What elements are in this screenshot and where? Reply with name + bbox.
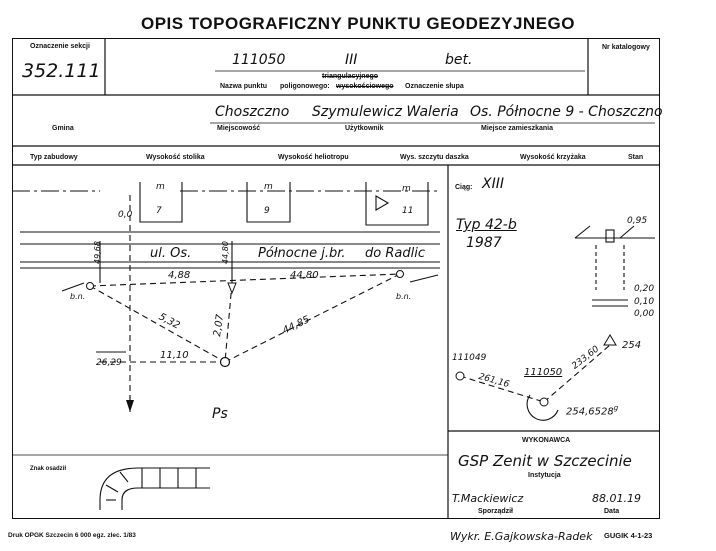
building-7-number: 7 bbox=[156, 206, 162, 216]
depth-000: 0,00 bbox=[634, 309, 655, 319]
zamieszkanie-value: Os. Północne 9 - Choszczno bbox=[470, 104, 663, 120]
data-value: 88.01.19 bbox=[592, 492, 641, 505]
ps-label: Ps bbox=[212, 406, 228, 422]
street-name-3: do Radlic bbox=[365, 246, 425, 261]
oznaczenie-sekcji-value: 352.111 bbox=[22, 60, 101, 82]
nr-katalogowy-label: Nr katalogowy bbox=[602, 44, 650, 51]
dim-488: 4,88 bbox=[168, 270, 191, 281]
bn-right: b.n. bbox=[396, 292, 412, 301]
gmina-value: Choszczno bbox=[215, 104, 290, 120]
ciag-label: Ciąg: bbox=[455, 184, 473, 191]
network-point-254: 254 bbox=[622, 340, 642, 351]
street-name-2: Północne j.br. bbox=[258, 246, 346, 261]
footer-wykreslil: Wykr. E.Gajkowska-Radek bbox=[450, 530, 593, 543]
instytucja-label: Instytucja bbox=[528, 472, 561, 479]
network-point-111049: 111049 bbox=[452, 353, 487, 363]
network-point-111050: 111050 bbox=[524, 367, 563, 378]
col-wysokosc-heliotropu: Wysokość heliotropu bbox=[278, 154, 349, 161]
building-11-top: m bbox=[402, 184, 411, 194]
miejscowosc-label: Miejscowość bbox=[217, 125, 261, 132]
form-frame bbox=[12, 38, 660, 519]
sporzadzil-value: T.Mackiewicz bbox=[452, 492, 524, 505]
uzytkownik-value: Szymulewicz Waleria bbox=[312, 104, 459, 120]
building-11-number: 11 bbox=[402, 206, 414, 216]
gmina-label: Gmina bbox=[52, 125, 74, 132]
bn-left: b.n. bbox=[70, 292, 86, 301]
material-value: bet. bbox=[445, 52, 473, 68]
wykonawca-value: GSP Zenit w Szczecinie bbox=[458, 452, 632, 470]
dim-1110: 11,10 bbox=[160, 350, 189, 361]
ciag-value: XIII bbox=[482, 176, 504, 192]
poligonowego-label: poligonowego: bbox=[280, 83, 330, 90]
col-wysokosc-krzyzaka: Wysokość krzyżaka bbox=[520, 154, 586, 161]
dim-4480-vertical: 44,80 bbox=[220, 241, 230, 264]
building-9-number: 9 bbox=[264, 206, 270, 216]
dim-4480: 44,80 bbox=[290, 270, 319, 281]
oznaczenie-sekcji-label: Oznaczenie sekcji bbox=[30, 43, 90, 50]
wysokosciowego-label: wysokościowego bbox=[336, 83, 394, 90]
znak-osadzil-label: Znak osadził bbox=[30, 466, 67, 472]
depth-020: 0,20 bbox=[634, 284, 655, 294]
oznaczenie-slupa-label: Oznaczenie słupa bbox=[405, 83, 464, 90]
depth-095: 0,95 bbox=[627, 216, 648, 226]
building-9-top: m bbox=[264, 182, 273, 192]
data-label: Data bbox=[604, 508, 620, 515]
sporzadzil-label: Sporządził bbox=[478, 508, 514, 515]
class-value: III bbox=[345, 52, 358, 68]
nazwa-punktu-value: 111050 bbox=[232, 52, 286, 68]
footer-druk: Druk OPGK Szczecin 6 000 egz. zlec. 1/83 bbox=[8, 532, 136, 539]
triangulacyjnego-label: triangulacyjnego bbox=[322, 73, 379, 80]
dim-2629: 26,29 bbox=[96, 358, 122, 368]
col-typ-zabudowy: Typ zabudowy bbox=[30, 154, 78, 161]
building-7-top: m bbox=[156, 182, 165, 192]
dim-4968: 49,68 bbox=[92, 241, 102, 264]
street-name-1: ul. Os. bbox=[150, 246, 192, 261]
zamieszkanie-label: Miejsce zamieszkania bbox=[481, 125, 553, 132]
uzytkownik-label: Użytkownik bbox=[345, 125, 384, 132]
typ-value: Typ 42-b bbox=[456, 217, 517, 233]
wykonawca-label: WYKONAWCA bbox=[522, 437, 571, 444]
depth-010: 0,10 bbox=[634, 297, 655, 307]
footer-code: GUGIK 4-1-23 bbox=[604, 531, 653, 540]
dim-0: 0,0 bbox=[118, 210, 133, 220]
col-wys-szczytu-daszka: Wys. szczytu daszka bbox=[400, 154, 469, 161]
network-angle: 254,6528g bbox=[566, 404, 619, 418]
col-wysokosc-stolika: Wysokość stolika bbox=[146, 154, 205, 161]
year-value: 1987 bbox=[466, 235, 502, 251]
nazwa-punktu-label: Nazwa punktu bbox=[220, 83, 268, 90]
page-title: OPIS TOPOGRAFICZNY PUNKTU GEODEZYJNEGO bbox=[141, 14, 575, 33]
col-stan: Stan bbox=[628, 154, 644, 161]
